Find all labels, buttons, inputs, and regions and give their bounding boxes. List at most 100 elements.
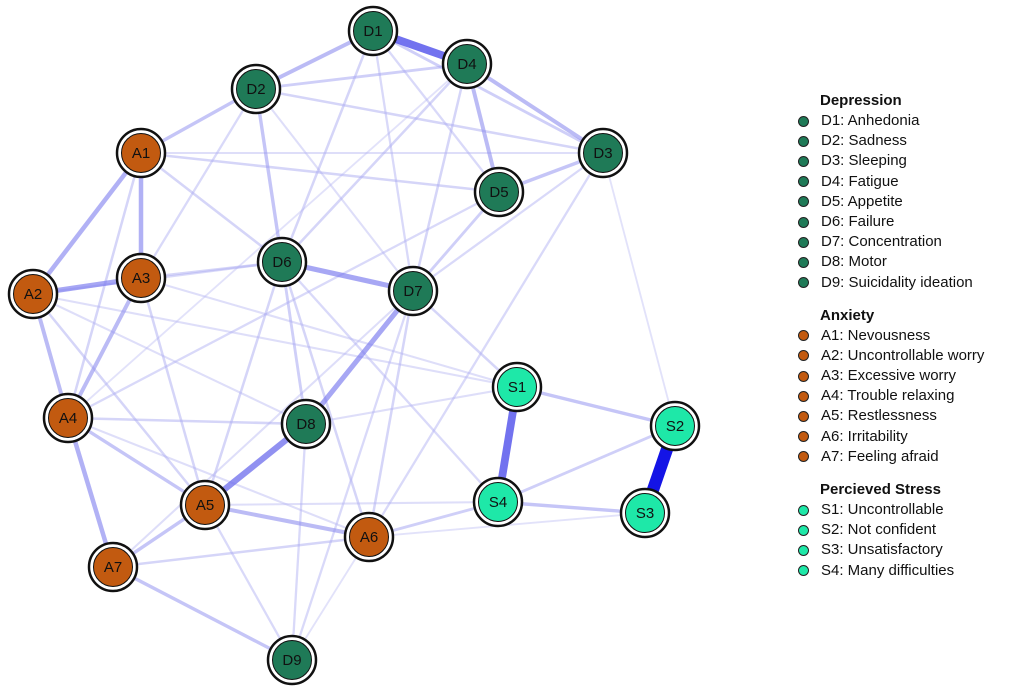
- node-label: D6: [272, 254, 291, 271]
- node-A1: A1: [115, 127, 167, 179]
- legend-item: D5: Appetite: [794, 192, 1019, 212]
- legend-dot-icon: [798, 411, 809, 423]
- legend-dot-icon: [798, 277, 809, 289]
- node-label: S2: [666, 418, 684, 435]
- edge-A4-D8: [67, 416, 307, 426]
- legend-item-label: D6: Failure: [821, 212, 895, 230]
- edge-S4-S2: [497, 424, 676, 504]
- edge-A3-S1: [140, 277, 518, 388]
- legend-item-label: D3: Sleeping: [821, 152, 907, 170]
- legend-item: D9: Suicidality ideation: [794, 273, 1019, 293]
- node-label: D2: [246, 81, 265, 98]
- legend-item-label: A7: Feeling afraid: [821, 447, 939, 465]
- edge-D6-D8: [280, 261, 308, 425]
- legend-dot-icon: [798, 236, 809, 248]
- node-label: A5: [196, 497, 214, 514]
- legend-dot-icon: [798, 176, 809, 188]
- edge-A2-D8: [32, 293, 307, 425]
- legend-dot-icon: [798, 451, 809, 463]
- node-label: D8: [296, 416, 315, 433]
- edge-D4-D7: [411, 63, 469, 292]
- legend-item: A1: Nevousness: [794, 326, 1019, 346]
- legend-dot-icon: [798, 350, 809, 362]
- node-D5: D5: [473, 166, 525, 218]
- edge-D4-D3: [465, 62, 605, 155]
- legend-item: D2: Sadness: [794, 131, 1019, 151]
- node-label: A4: [59, 410, 77, 427]
- legend-dot-icon: [798, 544, 809, 556]
- legend-item: D6: Failure: [794, 212, 1019, 232]
- node-D7: D7: [387, 265, 439, 317]
- edge-A2-S1: [32, 292, 518, 389]
- legend-item: A2: Uncontrollable worry: [794, 346, 1019, 366]
- node-label: A2: [24, 286, 42, 303]
- edge-D9-D7: [290, 290, 415, 661]
- node-D8: D8: [280, 398, 332, 450]
- legend-item: S1: Uncontrollable: [794, 500, 1019, 520]
- edge-A7-A6: [112, 535, 370, 569]
- edge-S1-S2: [516, 385, 676, 428]
- legend-item: A4: Trouble relaxing: [794, 386, 1019, 406]
- edge-D1-D6: [280, 30, 375, 263]
- node-label: A7: [104, 559, 122, 576]
- edge-D7-A6: [367, 290, 415, 538]
- node-label: S1: [508, 379, 526, 396]
- edge-D4-D6: [281, 63, 468, 263]
- node-D3: D3: [577, 127, 629, 179]
- legend-item-label: A4: Trouble relaxing: [821, 387, 955, 405]
- legend-dot-icon: [798, 196, 809, 208]
- legend-item-label: S4: Many difficulties: [821, 561, 955, 579]
- edge-D8-D7: [304, 289, 415, 426]
- edge-A4-A7: [65, 417, 116, 568]
- legend-item-label: D5: Appetite: [821, 192, 903, 210]
- node-D1: D1: [347, 5, 399, 57]
- legend-dot-icon: [798, 256, 809, 268]
- node-A3: A3: [115, 252, 167, 304]
- legend-item: S2: Not confident: [794, 520, 1019, 540]
- legend-item-label: A3: Excessive worry: [821, 367, 957, 385]
- edge-D4-A4: [67, 63, 468, 419]
- legend-item-label: S2: Not confident: [821, 521, 937, 539]
- legend-item: D3: Sleeping: [794, 151, 1019, 171]
- node-S2: S2: [649, 400, 701, 452]
- edge-A2-A5: [32, 293, 206, 506]
- node-label: D1: [363, 23, 382, 40]
- node-label: A3: [132, 270, 150, 287]
- legend-item-label: A1: Nevousness: [821, 326, 931, 344]
- edge-D6-S4: [281, 261, 499, 503]
- legend-dot-icon: [798, 524, 809, 536]
- edge-A5-S4: [204, 500, 499, 507]
- edge-A4-A6: [67, 417, 370, 538]
- legend-item: D1: Anhedonia: [794, 111, 1019, 131]
- edge-D2-D3: [255, 87, 604, 155]
- node-label: D9: [282, 652, 301, 669]
- legend-item-label: D7: Concentration: [821, 233, 942, 251]
- node-label: D5: [489, 184, 508, 201]
- legend-item-label: S1: Uncontrollable: [821, 501, 944, 518]
- legend-item: D8: Motor: [794, 252, 1019, 272]
- edge-D1-D3: [372, 29, 604, 155]
- node-label: S4: [489, 494, 507, 511]
- legend-item-label: D9: Suicidality ideation: [821, 273, 973, 291]
- legend-item-label: D1: Anhedonia: [821, 112, 920, 129]
- node-A7: A7: [87, 541, 139, 593]
- edge-D3-A6: [368, 152, 604, 538]
- edge-D2-D6: [254, 88, 284, 263]
- node-label: S3: [636, 505, 654, 522]
- node-D2: D2: [230, 63, 282, 115]
- node-A6: A6: [343, 511, 395, 563]
- node-label: A1: [132, 145, 150, 162]
- legend-item: A3: Excessive worry: [794, 366, 1019, 386]
- edge-A1-D6: [140, 152, 283, 263]
- legend-title-anxiety: Anxiety: [820, 306, 875, 324]
- legend-dot-icon: [798, 155, 809, 167]
- edge-D9-D8: [290, 423, 308, 661]
- legend-dot-icon: [798, 216, 809, 228]
- legend-item-label: S3: Unsatisfactory: [821, 541, 943, 559]
- edge-D2-D4: [255, 62, 468, 91]
- legend-item: S3: Unsatisfactory: [794, 540, 1019, 560]
